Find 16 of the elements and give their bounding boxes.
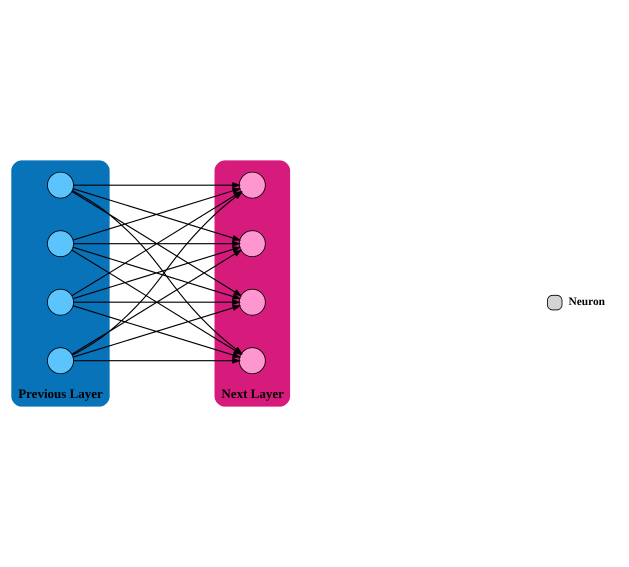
cluster: Previous Layer: [11, 160, 110, 407]
cluster: Next Layer: [214, 160, 290, 407]
node-circle: [238, 230, 266, 258]
node-circle: [47, 288, 74, 316]
arrow: [73, 305, 242, 358]
node-circle: [238, 172, 266, 199]
arrow: [74, 182, 241, 188]
arrow: [74, 240, 241, 247]
node-circle: [238, 288, 266, 316]
node-circle: [238, 347, 266, 374]
arrow: [74, 358, 241, 364]
legend-label: Neuron: [568, 296, 605, 308]
node-circle: [47, 172, 74, 199]
node-circle: [47, 347, 74, 374]
arrow: [74, 299, 241, 306]
node-circle: [47, 230, 74, 258]
